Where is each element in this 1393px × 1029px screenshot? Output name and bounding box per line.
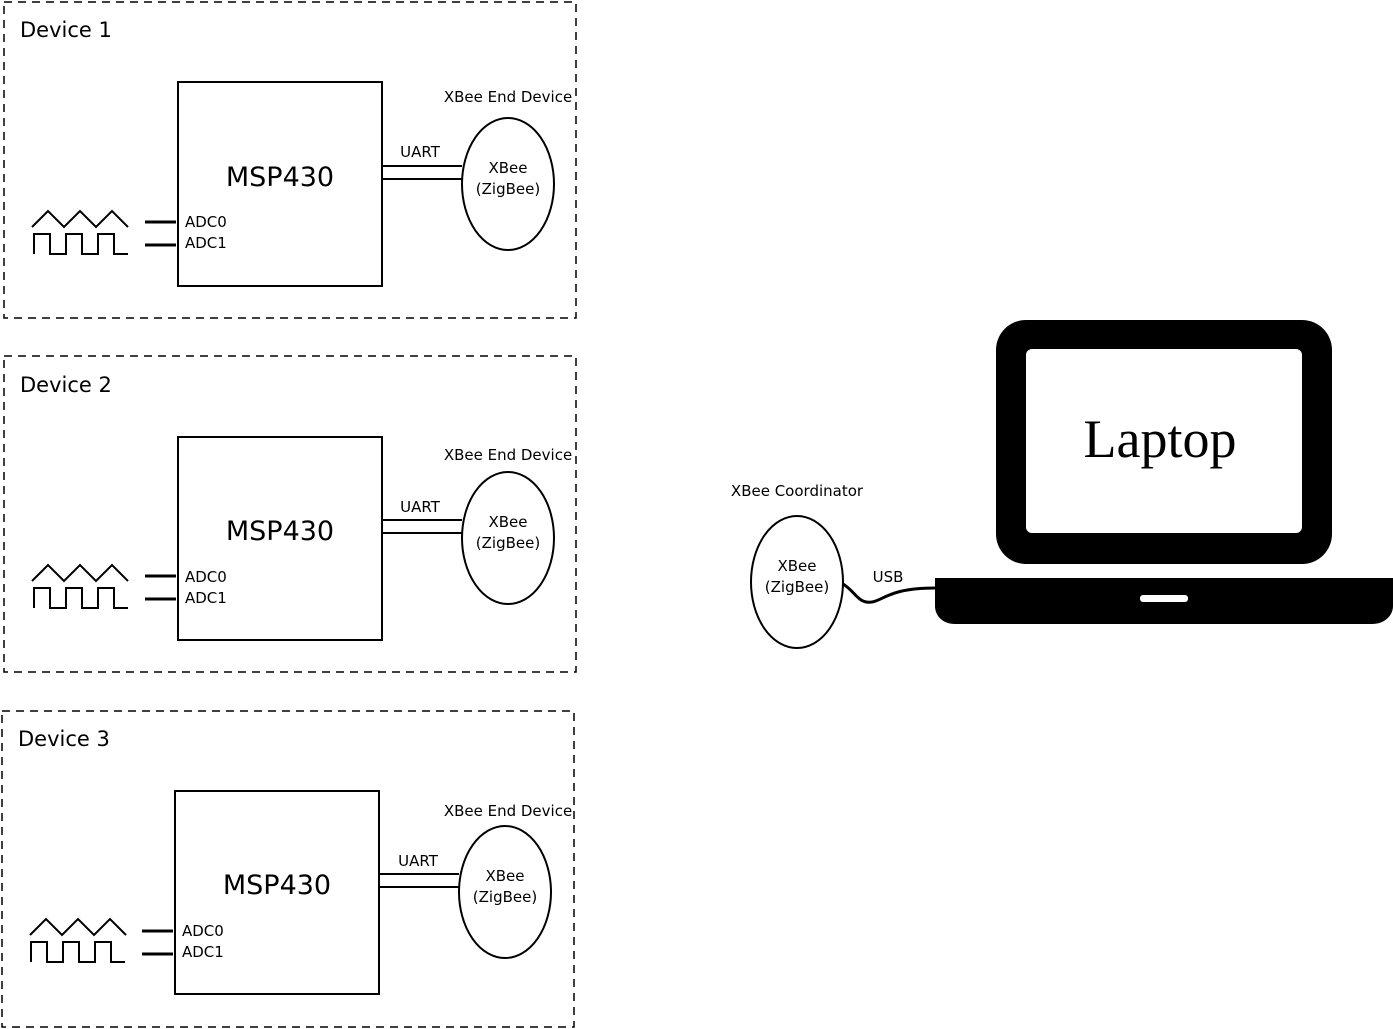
square-wave-icon [33, 587, 128, 609]
xbee-label: XBee [485, 867, 524, 885]
square-wave-icon [33, 233, 128, 255]
xbee-role-label: XBee End Device [444, 446, 572, 464]
xbee-label: XBee [488, 159, 527, 177]
device-title: Device 3 [18, 727, 110, 751]
xbee-radio [458, 825, 552, 959]
zigbee-label: (ZigBee) [476, 534, 540, 552]
coordinator-xbee-label: XBee [777, 557, 816, 575]
device-frame [1, 710, 575, 1028]
xbee-role-label: XBee End Device [444, 802, 572, 820]
uart-label: UART [400, 498, 441, 516]
mcu-box [177, 436, 383, 641]
device-title: Device 1 [20, 18, 112, 42]
zigbee-label: (ZigBee) [476, 180, 540, 198]
mcu-label: MSP430 [226, 516, 334, 547]
laptop-label: Laptop [1084, 409, 1237, 469]
uart-label: UART [400, 143, 441, 161]
triangle-wave-icon [31, 209, 129, 229]
laptop-trackpad-icon [1140, 595, 1188, 602]
zigbee-label: (ZigBee) [473, 888, 537, 906]
adc0-label: ADC0 [185, 213, 227, 231]
adc0-label: ADC0 [185, 568, 227, 586]
device-2: Device 2 MSP430 ADC0 ADC1 UART XBee End … [3, 355, 577, 673]
xbee-radio [461, 471, 555, 605]
laptop-screen [1026, 349, 1302, 533]
coordinator-radio [750, 515, 844, 649]
adc1-label: ADC1 [185, 234, 227, 252]
usb-cable [842, 582, 936, 604]
square-wave-icon [30, 941, 125, 963]
device-frame [3, 1, 577, 319]
coordinator-zigbee-label: (ZigBee) [765, 578, 829, 596]
device-3: Device 3 MSP430 ADC0 ADC1 UART XBee End … [1, 710, 575, 1028]
coordinator-role-label: XBee Coordinator [731, 482, 864, 500]
mcu-box [174, 790, 380, 995]
triangle-wave-icon [31, 563, 129, 583]
xbee-coordinator: XBee Coordinator XBee (ZigBee) USB [731, 482, 936, 649]
adc0-label: ADC0 [182, 922, 224, 940]
usb-label: USB [873, 568, 904, 586]
laptop: Laptop [935, 320, 1393, 624]
adc1-label: ADC1 [182, 943, 224, 961]
mcu-label: MSP430 [223, 870, 331, 901]
device-frame [3, 355, 577, 673]
xbee-role-label: XBee End Device [444, 88, 572, 106]
adc1-label: ADC1 [185, 589, 227, 607]
uart-label: UART [398, 852, 439, 870]
xbee-label: XBee [488, 513, 527, 531]
mcu-label: MSP430 [226, 162, 334, 193]
device-1: Device 1 MSP430 ADC0 ADC1 UART XBee End … [3, 1, 577, 319]
device-title: Device 2 [20, 373, 112, 397]
mcu-box [177, 81, 383, 287]
triangle-wave-icon [29, 917, 127, 937]
xbee-radio [461, 117, 555, 251]
